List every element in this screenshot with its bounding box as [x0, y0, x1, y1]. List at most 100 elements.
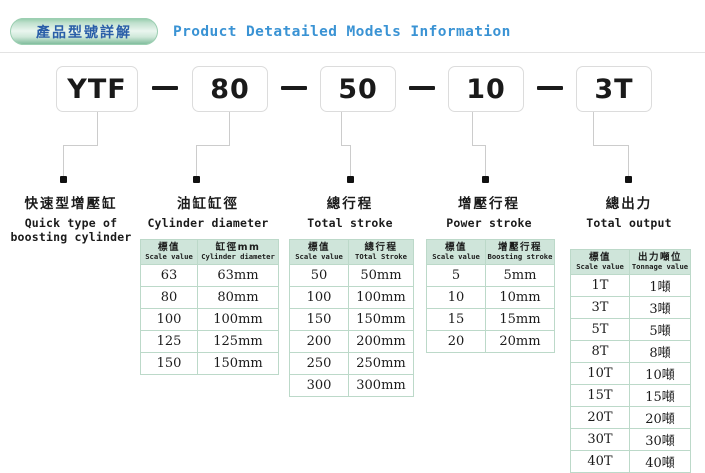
- cell-scale-value: 1T: [570, 274, 630, 297]
- column-3-title-cn: 總行程: [326, 196, 374, 212]
- table-header-row: 標值 Scale value 缸徑mm Cylinder diameter: [140, 239, 279, 265]
- connector-3-vertical-top: [341, 112, 342, 145]
- cell-scale-value: 20T: [570, 406, 630, 429]
- page-title: Product Detatailed Models Information: [173, 24, 511, 40]
- cell-value: 300mm: [348, 374, 414, 397]
- cell-scale-value: 5: [426, 264, 486, 287]
- connector-5-endpoint-dot: [625, 176, 632, 183]
- connector-5-vertical-bottom: [628, 145, 629, 178]
- header-en: TOtal Stroke: [355, 252, 407, 261]
- cell-value: 8噸: [629, 340, 691, 363]
- cell-scale-value: 15: [426, 308, 486, 331]
- cell-value: 15mm: [485, 308, 555, 331]
- model-code-separator-1: [152, 86, 178, 90]
- column-2-title-cn: 油缸缸徑: [177, 196, 239, 212]
- table-header-cell: 增壓行程 Boosting stroke: [485, 239, 555, 265]
- column-2-title-en-line1: Cylinder diameter: [147, 216, 269, 230]
- connector-4-horizontal: [472, 145, 486, 146]
- cell-scale-value: 250: [289, 352, 349, 375]
- table-header-row: 標值 Scale value 總行程 TOtal Stroke: [289, 239, 414, 265]
- column-total-output: 總出力 Total output 標值 Scale value 出力噸位 Ton…: [570, 192, 691, 473]
- connector-2-vertical-bottom: [196, 145, 197, 178]
- connector-1-vertical-bottom: [63, 145, 64, 178]
- cell-value: 150mm: [348, 308, 414, 331]
- cell-scale-value: 300: [289, 374, 349, 397]
- connector-2-horizontal: [196, 145, 230, 146]
- connector-1-vertical-top: [97, 112, 98, 145]
- column-4-title-en-line1: Power stroke: [446, 216, 532, 230]
- header-cn: 缸徑mm: [215, 242, 261, 253]
- cell-value: 125mm: [197, 330, 279, 353]
- table-cylinder-diameter: 標值 Scale value 缸徑mm Cylinder diameter 63…: [140, 239, 279, 375]
- header-cn: 標值: [588, 252, 611, 263]
- model-code-segment-4-value: 10: [466, 73, 506, 105]
- cell-value: 80mm: [197, 286, 279, 309]
- cell-value: 5噸: [629, 318, 691, 341]
- model-code-segment-5-value: 3T: [594, 73, 634, 105]
- cell-scale-value: 10T: [570, 362, 630, 385]
- connector-3-vertical-bottom: [350, 145, 351, 178]
- header-cn: 出力噸位: [637, 252, 682, 263]
- table-header-cell: 缸徑mm Cylinder diameter: [197, 239, 279, 265]
- model-code-segment-3-value: 50: [338, 73, 378, 105]
- column-cylinder-diameter: 油缸缸徑 Cylinder diameter 標值 Scale value 缸徑…: [140, 192, 279, 375]
- cell-scale-value: 15T: [570, 384, 630, 407]
- model-code-separator-4: [537, 86, 563, 90]
- cell-scale-value: 150: [140, 352, 198, 375]
- cell-scale-value: 150: [289, 308, 349, 331]
- cell-scale-value: 100: [140, 308, 198, 331]
- connector-2-endpoint-dot: [193, 176, 200, 183]
- column-power-stroke: 增壓行程 Power stroke 標值 Scale value 增壓行程 Bo…: [426, 192, 555, 353]
- column-quick-type-boosting-cylinder: 快速型增壓缸 Quick type of boosting cylinder: [2, 192, 140, 244]
- model-code-segment-1-value: YTF: [67, 73, 127, 105]
- column-5-title-cn: 總出力: [605, 196, 653, 212]
- table-header-cell: 標值 Scale value: [289, 239, 349, 265]
- section-badge-label: 產品型號詳解: [36, 24, 132, 41]
- connector-1-horizontal: [63, 145, 98, 146]
- cell-value: 200mm: [348, 330, 414, 353]
- cell-value: 10mm: [485, 286, 555, 309]
- header-en: Scale value: [145, 252, 193, 261]
- table-header-cell: 標值 Scale value: [426, 239, 486, 265]
- model-code-row: YTF 80 50 10 3T: [0, 66, 705, 114]
- table-header-cell: 標值 Scale value: [570, 249, 630, 275]
- column-total-stroke: 總行程 Total stroke 標值 Scale value 總行程 TOta…: [289, 192, 414, 397]
- model-code-separator-2: [281, 86, 307, 90]
- cell-value: 100mm: [348, 286, 414, 309]
- model-code-segment-3: 50: [320, 66, 396, 112]
- header-divider: [0, 52, 705, 53]
- column-5-title-en-line1: Total output: [586, 216, 672, 230]
- product-model-breakdown-diagram: 產品型號詳解 Product Detatailed Models Informa…: [0, 18, 705, 473]
- cell-scale-value: 5T: [570, 318, 630, 341]
- cell-value: 10噸: [629, 362, 691, 385]
- cell-value: 3噸: [629, 296, 691, 319]
- header-cn: 總行程: [364, 242, 398, 253]
- model-code-segment-4: 10: [448, 66, 524, 112]
- cell-value: 250mm: [348, 352, 414, 375]
- cell-scale-value: 200: [289, 330, 349, 353]
- table-header-cell: 標值 Scale value: [140, 239, 198, 265]
- cell-scale-value: 10: [426, 286, 486, 309]
- model-code-separator-3: [409, 86, 435, 90]
- connector-4-endpoint-dot: [482, 176, 489, 183]
- model-code-segment-2-value: 80: [210, 73, 250, 105]
- connector-5-horizontal: [593, 145, 629, 146]
